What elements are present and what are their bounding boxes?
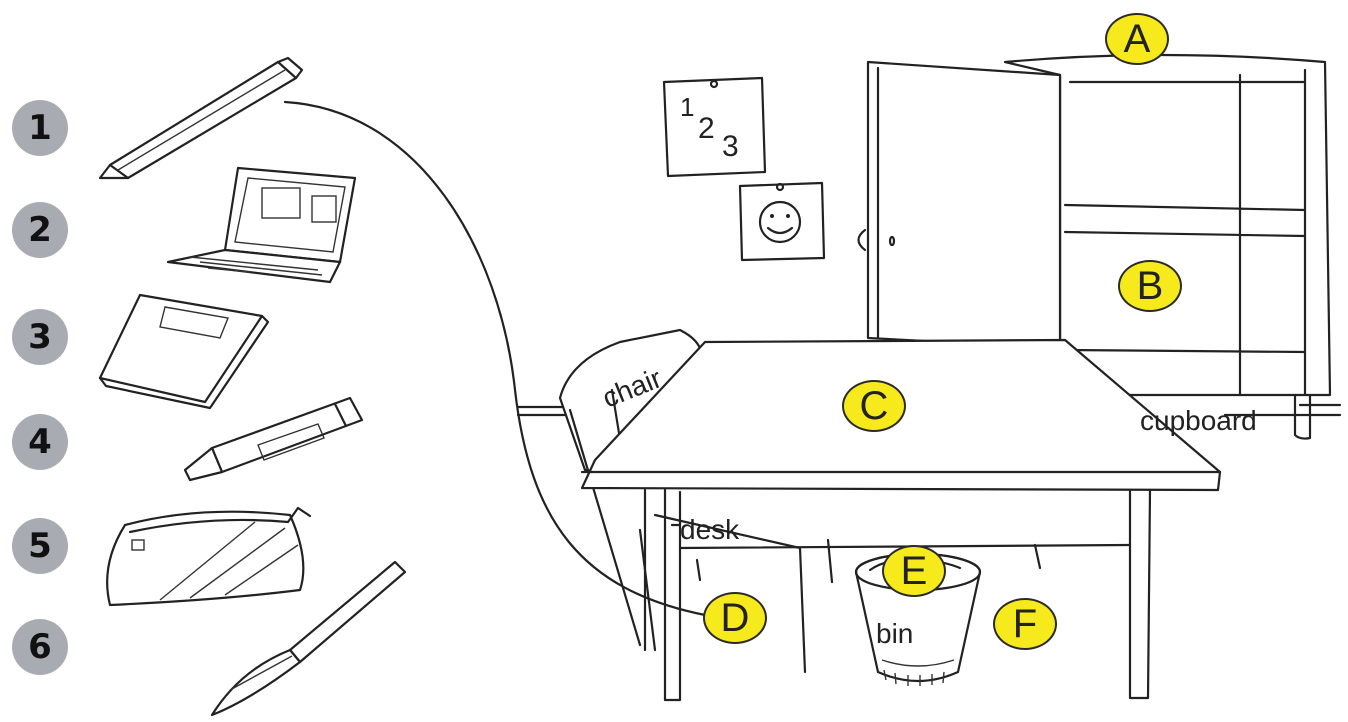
letter-marker-b: B [1118,260,1182,312]
cupboard-label: cupboard [1140,405,1257,437]
item-number-5: 5 [12,518,68,574]
glue-stick-icon [185,398,362,480]
letter-marker-c: C [842,380,906,432]
smiley-poster [740,183,824,260]
poster-number-3: 3 [722,130,739,164]
poster-number-1: 1 [680,92,694,123]
item-number-2: 2 [12,202,68,258]
laptop-icon [168,168,355,282]
desk-label: desk [680,514,739,546]
bin-label: bin [876,618,913,650]
item-number-3: 3 [12,309,68,365]
letter-marker-e: E [882,545,946,597]
letter-marker-d: D [703,592,767,644]
notebook-icon [100,295,268,408]
pencil-icon [100,58,302,178]
pencil-case-icon [107,508,310,605]
letter-marker-a: A [1105,13,1169,65]
item-number-6: 6 [12,619,68,675]
item-number-4: 4 [12,414,68,470]
item-number-1: 1 [12,100,68,156]
letter-marker-f: F [993,598,1057,650]
poster-number-2: 2 [698,112,715,146]
